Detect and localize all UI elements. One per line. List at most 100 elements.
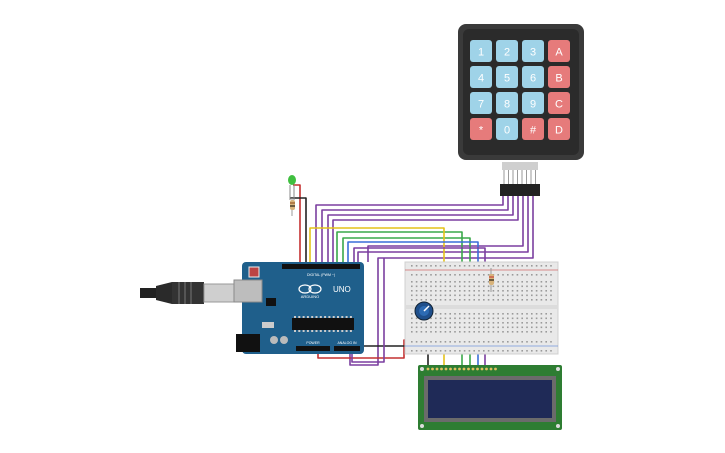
- bb-hole: [415, 331, 418, 333]
- bb-hole: [540, 313, 543, 315]
- led-icon[interactable]: [288, 175, 296, 185]
- bb-hole: [435, 294, 437, 297]
- digital-header[interactable]: [282, 264, 360, 269]
- lcd-pin[interactable]: [480, 367, 484, 371]
- lcd-pin[interactable]: [435, 367, 439, 371]
- resistor-icon[interactable]: [290, 198, 295, 216]
- analog-header[interactable]: [334, 346, 360, 351]
- bb-hole: [411, 331, 413, 333]
- lcd-pin[interactable]: [467, 367, 470, 371]
- bb-hole: [540, 285, 543, 288]
- bb-hole: [420, 281, 423, 283]
- bb-hole: [439, 341, 442, 343]
- bb-hole: [444, 299, 447, 301]
- arduino-uno[interactable]: DIGITAL (PWM ~) ARDUINO UNO POWER ANALOG…: [233, 262, 364, 354]
- lcd-pin[interactable]: [426, 367, 430, 371]
- bb-hole: [516, 322, 519, 324]
- key-A[interactable]: A: [548, 40, 570, 62]
- lcd-pin[interactable]: [444, 367, 448, 371]
- bb-hole: [526, 350, 528, 352]
- key-D[interactable]: D: [548, 118, 570, 140]
- bb-hole: [531, 290, 533, 292]
- key-button[interactable]: [496, 66, 518, 88]
- key-label: 8: [504, 99, 510, 111]
- reset-button[interactable]: [248, 266, 260, 278]
- key-#[interactable]: #: [522, 118, 544, 140]
- lcd-pin[interactable]: [489, 367, 493, 371]
- key-4[interactable]: 4: [470, 66, 492, 88]
- key-button[interactable]: [548, 118, 570, 140]
- key-1[interactable]: 1: [470, 40, 492, 62]
- bb-hole: [516, 350, 519, 352]
- key-button[interactable]: [548, 66, 570, 88]
- lcd-pin[interactable]: [458, 367, 461, 371]
- key-C[interactable]: C: [548, 92, 570, 114]
- keypad-header[interactable]: [500, 184, 540, 196]
- bb-hole: [444, 294, 447, 297]
- lcd-16x2[interactable]: [418, 365, 562, 430]
- bb-hole: [511, 331, 514, 333]
- key-button[interactable]: [496, 118, 518, 140]
- key-button[interactable]: [522, 40, 544, 62]
- key-3[interactable]: 3: [522, 40, 544, 62]
- bb-hole: [507, 285, 509, 288]
- key-label: 9: [530, 99, 536, 111]
- bb-hole: [497, 317, 499, 320]
- key-7[interactable]: 7: [470, 92, 492, 114]
- power-header[interactable]: [296, 346, 330, 351]
- key-button[interactable]: [522, 92, 544, 114]
- key-button[interactable]: [548, 92, 570, 114]
- key-2[interactable]: 2: [496, 40, 518, 62]
- bb-hole: [511, 313, 514, 315]
- chip-pin: [311, 330, 314, 332]
- key-button[interactable]: [522, 118, 544, 140]
- key-button[interactable]: [470, 40, 492, 62]
- bb-hole: [425, 341, 427, 343]
- bb-hole: [497, 350, 499, 352]
- key-button[interactable]: [470, 66, 492, 88]
- lcd-pin[interactable]: [471, 367, 475, 371]
- crystal: [262, 322, 274, 328]
- potentiometer-icon[interactable]: [414, 301, 434, 321]
- lcd-pins[interactable]: [426, 367, 497, 371]
- bb-hole: [550, 350, 552, 352]
- bb-hole: [545, 274, 547, 276]
- lcd-pin[interactable]: [494, 367, 497, 371]
- lcd-pin[interactable]: [462, 367, 466, 371]
- bb-hole: [526, 331, 528, 333]
- bb-hole: [487, 285, 490, 288]
- lcd-pin[interactable]: [453, 367, 457, 371]
- key-B[interactable]: B: [548, 66, 570, 88]
- lcd-pin[interactable]: [476, 367, 479, 371]
- capacitor-2: [280, 336, 288, 344]
- key-label: 0: [504, 125, 510, 137]
- key-*[interactable]: *: [470, 118, 492, 140]
- chip-pin: [341, 316, 344, 318]
- bb-hole: [449, 350, 451, 352]
- bb-hole: [535, 341, 538, 343]
- key-label: #: [530, 125, 537, 137]
- key-9[interactable]: 9: [522, 92, 544, 114]
- key-button[interactable]: [496, 92, 518, 114]
- keypad-ribbon: [502, 162, 538, 170]
- key-button[interactable]: [522, 66, 544, 88]
- usb-cable-icon[interactable]: [140, 282, 235, 304]
- lcd-pin[interactable]: [431, 367, 434, 371]
- key-button[interactable]: [548, 40, 570, 62]
- lcd-pin[interactable]: [440, 367, 443, 371]
- key-8[interactable]: 8: [496, 92, 518, 114]
- bb-hole: [478, 326, 480, 329]
- led[interactable]: [288, 175, 296, 200]
- lcd-pin[interactable]: [485, 367, 488, 371]
- key-0[interactable]: 0: [496, 118, 518, 140]
- key-button[interactable]: [470, 92, 492, 114]
- bb-hole: [511, 274, 514, 276]
- key-5[interactable]: 5: [496, 66, 518, 88]
- key-6[interactable]: 6: [522, 66, 544, 88]
- key-button[interactable]: [470, 118, 492, 140]
- lcd-pin[interactable]: [449, 367, 452, 371]
- key-button[interactable]: [496, 40, 518, 62]
- resistor-icon[interactable]: [489, 268, 494, 292]
